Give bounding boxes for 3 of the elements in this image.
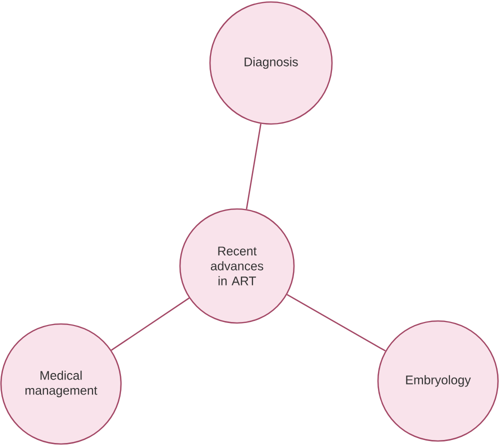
- connector-line: [111, 298, 190, 351]
- connector-line: [246, 124, 262, 210]
- connector-line: [286, 294, 386, 352]
